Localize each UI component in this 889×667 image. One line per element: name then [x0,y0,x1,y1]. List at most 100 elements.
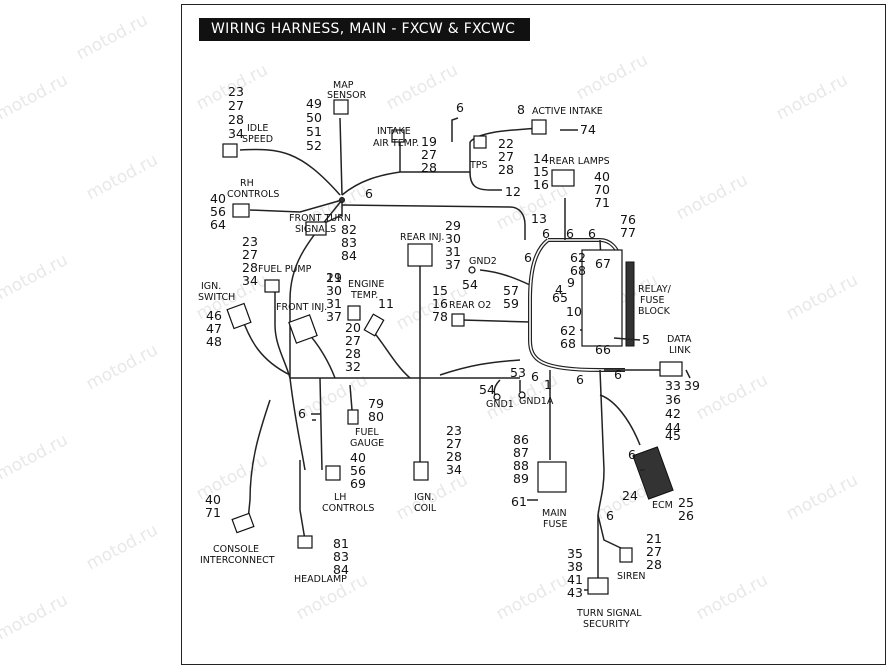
ign-switch-ref: 46 [206,308,222,323]
engine-temp-label: TEMP. [350,290,378,301]
front-turn-ref: 83 [341,235,357,250]
relay-ref: 10 [566,304,582,319]
watermark: motod.ru [83,150,161,204]
lh-controls-ref: 69 [350,476,366,491]
relay-fuse-block [581,249,623,347]
siren-connector [619,547,633,563]
main-fuse-ref: 87 [513,445,529,460]
watermark-layer: motod.ru motod.ru motod.ru motod.ru moto… [0,10,861,644]
callout-6: 6 [576,372,584,387]
intake-air-temp-ref: 28 [421,160,437,175]
turn-signal-security-ref: 38 [567,559,583,574]
callout-6: 6 [588,226,596,241]
map-sensor-ref: 52 [306,138,322,153]
relay-ref: 9 [567,275,575,290]
callout-6: 6 [606,508,614,523]
engine-temp-ref: 28 [345,346,361,361]
engine-temp-ref: 11 [378,296,394,311]
headlamp-ref: 83 [333,549,349,564]
main-fuse-ref: 88 [513,458,529,473]
relay-fuse-strip [625,261,635,347]
map-sensor-ref: 51 [306,124,322,139]
fuel-gauge-connector [347,409,359,425]
relay-ref: 5 [642,332,650,347]
intake-air-temp-ref: 19 [421,134,437,149]
turn-signal-security-label: TURN SIGNAL [576,608,642,619]
rh-controls-ref: 40 [210,191,226,206]
headlamp-connector [297,535,313,549]
idle-speed-ref: 23 [228,84,244,99]
gnd1a-ring [518,391,526,399]
watermark: motod.ru [773,70,851,124]
engine-temp-sensor [363,313,385,337]
watermark: motod.ru [783,270,861,324]
data-link-ref: 39 [684,378,700,393]
rear-inj-ref: 37 [445,257,461,272]
active-intake-ref: 74 [580,122,596,137]
data-link-ref: 36 [665,392,681,407]
splice-node [339,197,345,203]
callout-6: 6 [298,406,306,421]
leader-lines [311,129,691,591]
rh-controls-label: CONTROLS [227,189,279,200]
gnd1-ref: 54 [479,382,495,397]
idle-speed-ref: 34 [228,126,244,141]
gnd1a-label: GND1A [519,396,554,407]
fuel-pump-label: FUEL PUMP [258,264,312,275]
fuel-pump-connector [264,279,280,293]
gnd1a-ref: 53 [510,365,526,380]
watermark: motod.ru [573,50,651,104]
relay-ref: 77 [620,225,636,240]
ign-coil-label: IGN. [414,492,434,503]
watermark: motod.ru [383,60,461,114]
turn-signal-security-ref: 43 [567,585,583,600]
ign-coil-ref: 28 [446,449,462,464]
callout-57: 57 [503,283,519,298]
front-turn-ref: 82 [341,222,357,237]
main-fuse-label: MAIN [542,508,567,519]
callout-6: 6 [566,226,574,241]
ecm-unit [632,446,674,500]
tps-ref: 28 [498,162,514,177]
watermark: motod.ru [0,590,71,644]
callout-6: 6 [614,367,622,382]
active-intake-ref: 14 [533,151,549,166]
rear-lamps-ref: 16 [533,177,549,192]
rear-o2-connector [451,313,465,327]
turn-signal-security-ref: 41 [567,572,583,587]
rear-lamps-ref: 40 [594,169,610,184]
relay-ref: 62 [560,323,576,338]
active-intake-ref: 8 [517,102,525,117]
intake-air-temp-connector [391,129,405,143]
fuel-gauge-label: GAUGE [350,438,384,449]
rear-lamps-label: REAR LAMPS [549,156,610,167]
data-link-ref: 33 [665,378,681,393]
watermark: motod.ru [0,430,71,484]
main-fuse-ref: 89 [513,471,529,486]
rh-controls-ref: 64 [210,217,226,232]
rear-inj-label: REAR INJ. [400,232,444,243]
ecm-ref: 26 [678,508,694,523]
component-labels: MAP SENSOR 49 50 51 52 23 27 28 34 IDLE … [198,80,700,630]
tps-ref: 27 [498,149,514,164]
ign-coil-ref: 23 [446,423,462,438]
idle-speed-connector [222,143,238,158]
engine-temp-connector [347,305,361,321]
idle-speed-label: SPEED [242,134,273,145]
intake-air-temp-label: INTAKE [377,126,411,137]
rear-lamps-ref: 15 [533,164,549,179]
ign-switch-connector [226,302,252,330]
map-sensor-label: MAP [333,80,354,91]
rear-o2-ref: 16 [432,296,448,311]
ign-switch-label: SWITCH [198,292,235,303]
rear-inj-ref: 29 [445,218,461,233]
gnd2-label: GND2 [469,256,497,267]
relay-ref: 65 [552,290,568,305]
main-fuse-ref: 86 [513,432,529,447]
ecm-ref: 25 [678,495,694,510]
main-fuse-connector [537,461,567,493]
active-intake-connector [531,119,547,135]
rear-inj-connector [407,243,433,267]
gnd2-ref: 54 [462,277,478,292]
connectors [222,99,683,595]
